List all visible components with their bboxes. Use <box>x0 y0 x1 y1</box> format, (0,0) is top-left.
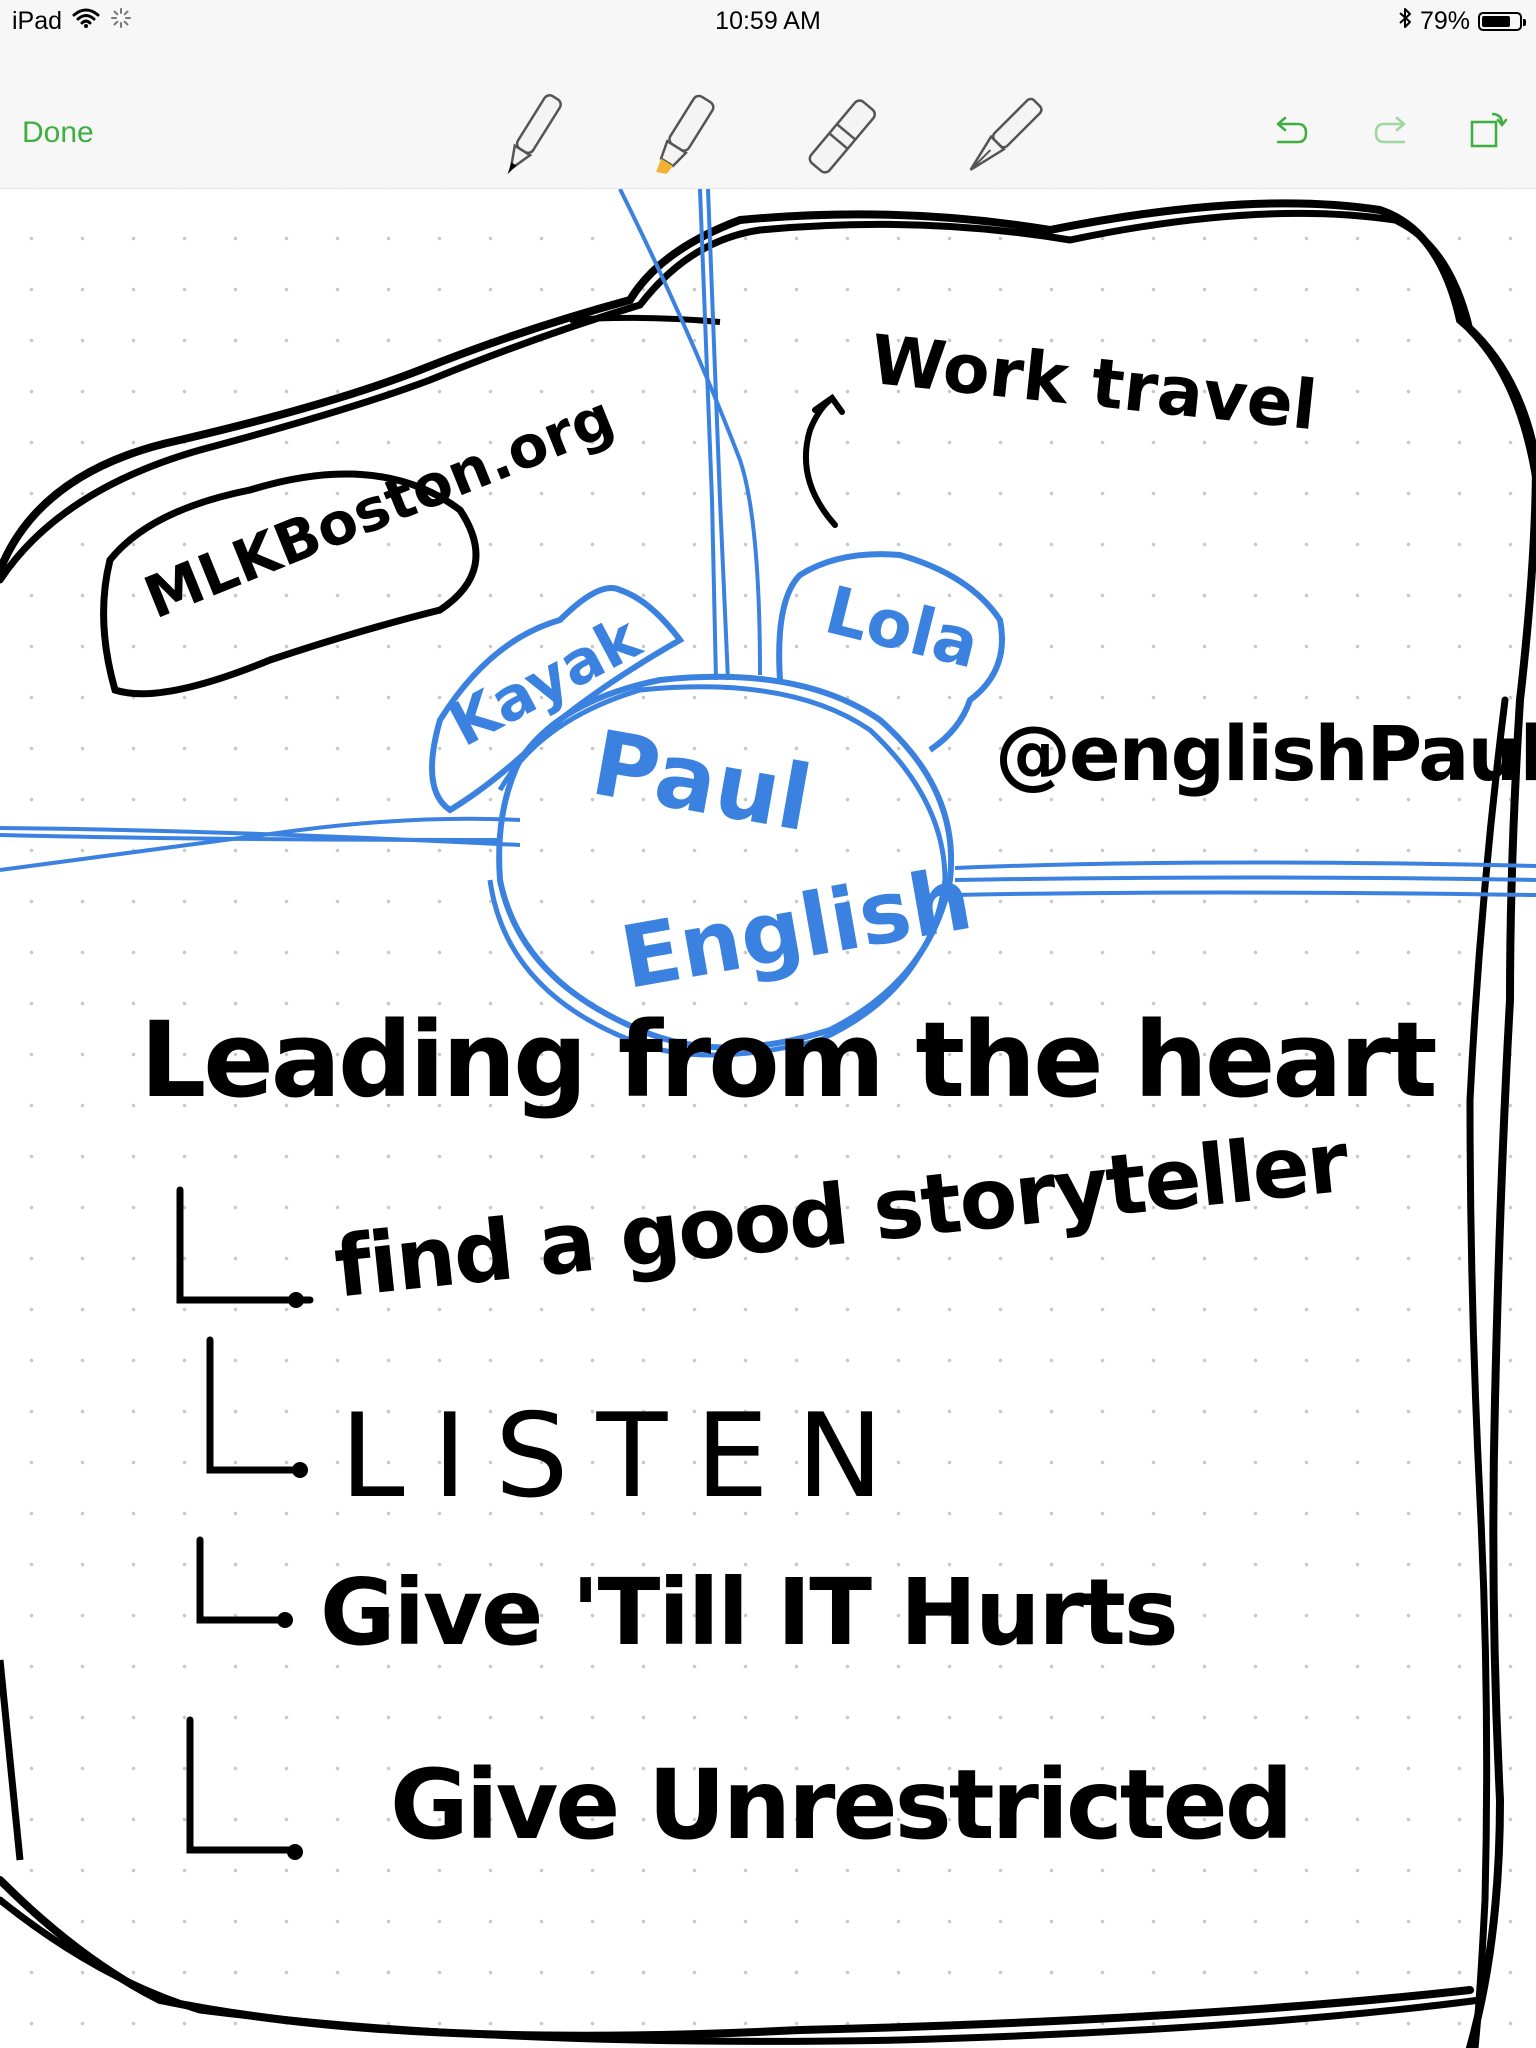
activity-spinner-icon <box>110 7 132 36</box>
drawing-canvas[interactable]: Work travel MLKBoston.org Kayak Lola Pau… <box>0 189 1536 2048</box>
clock: 10:59 AM <box>715 7 821 35</box>
note-twitter-handle: @englishPaulM <box>995 709 1536 798</box>
drawing-toolbar: Done 01 <box>0 40 1536 226</box>
bluetooth-icon <box>1398 7 1412 36</box>
eraser-icon[interactable] <box>796 88 886 188</box>
fineliner-pen-icon[interactable]: 01 <box>484 88 574 208</box>
device-name: iPad <box>12 7 63 35</box>
highlighter-icon[interactable] <box>636 88 726 188</box>
fountain-pen-icon[interactable] <box>956 88 1046 188</box>
battery-level <box>1482 16 1510 27</box>
ink-strokes <box>0 189 1536 2048</box>
rotate-icon[interactable] <box>1466 108 1510 152</box>
note-heading: Leading from the heart <box>140 999 1438 1121</box>
note-point-2: LISTEN <box>340 1389 912 1524</box>
done-button[interactable]: Done <box>22 116 94 149</box>
note-point-4: Give Unrestricted <box>390 1749 1293 1861</box>
note-point-3: Give 'Till IT Hurts <box>320 1559 1179 1666</box>
redo-icon[interactable] <box>1370 110 1414 154</box>
battery-icon <box>1478 12 1526 31</box>
status-bar: iPad 10:59 AM <box>0 0 1536 40</box>
undo-icon[interactable] <box>1268 110 1312 154</box>
wifi-icon <box>72 7 100 36</box>
battery-percent: 79% <box>1419 7 1470 35</box>
